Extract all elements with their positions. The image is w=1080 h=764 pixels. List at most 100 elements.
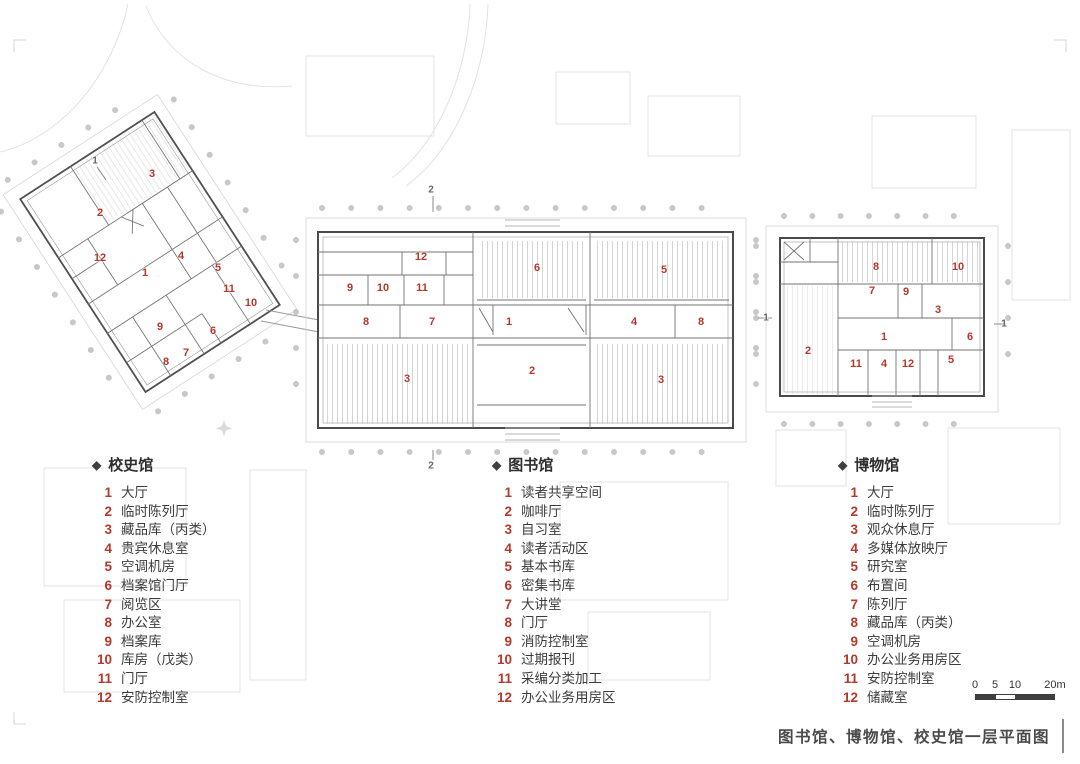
legend-item-label: 自习室 xyxy=(521,522,562,538)
legend-item: 9 消防控制室 xyxy=(492,633,702,652)
legend-item-label: 门厅 xyxy=(121,670,148,686)
legend-item: 1 大厅 xyxy=(838,484,1048,503)
legend-item: 6 布置间 xyxy=(838,577,1048,596)
diamond-bullet-icon: ◆ xyxy=(492,457,502,472)
scale-tick: 20m xyxy=(1044,679,1066,691)
legend-item-label: 读者共享空间 xyxy=(521,485,602,500)
interior-partitions xyxy=(780,238,984,396)
legend-item-number: 5 xyxy=(850,559,858,575)
legend-item-label: 储藏室 xyxy=(867,689,908,705)
legend-item: 12 储藏室 xyxy=(838,689,1048,708)
site-star-icon xyxy=(215,420,233,437)
legend-item-label: 空调机房 xyxy=(867,633,921,649)
legend-item-label: 门厅 xyxy=(521,615,548,631)
legend-item-label: 密集书库 xyxy=(521,577,575,593)
legend-item-label: 档案库 xyxy=(121,633,162,649)
legend-item-number: 4 xyxy=(504,540,512,556)
plan-library xyxy=(293,205,759,455)
legend-item: 5 研究室 xyxy=(838,558,1048,577)
site-context-linework xyxy=(0,3,1071,725)
legend-item-number: 1 xyxy=(850,485,858,500)
legend-item-label: 咖啡厅 xyxy=(521,503,562,519)
legend-item-label: 临时陈列厅 xyxy=(121,503,189,519)
legend-item-number: 12 xyxy=(96,689,112,705)
grid-bubbles xyxy=(293,205,759,455)
legend-item-label: 阅览区 xyxy=(121,596,162,612)
legend-item-number: 8 xyxy=(504,615,512,631)
legend-item-label: 布置间 xyxy=(867,577,908,593)
legend-item: 8 门厅 xyxy=(492,614,702,633)
legend-item-label: 消防控制室 xyxy=(521,633,589,649)
legend-header: ◆ 图书馆 xyxy=(492,454,702,475)
legend-item-label: 研究室 xyxy=(867,559,908,575)
legend-item-label: 大讲堂 xyxy=(521,596,562,612)
legend-item-label: 读者活动区 xyxy=(521,540,589,556)
legend-item: 4 读者活动区 xyxy=(492,540,702,559)
legend-item-label: 藏品库（丙类） xyxy=(121,522,216,538)
legend-item-label: 临时陈列厅 xyxy=(867,503,935,519)
legend-item-number: 12 xyxy=(496,689,512,705)
legend-item-number: 2 xyxy=(504,503,512,519)
grid-bubbles xyxy=(753,213,1011,427)
legend-item-label: 库房（戊类） xyxy=(121,652,202,668)
legend-item-label: 办公室 xyxy=(121,615,162,631)
legend-item: 12 办公业务用房区 xyxy=(492,689,702,708)
legend-item-label: 大厅 xyxy=(867,485,894,500)
legend-item-number: 9 xyxy=(504,633,512,649)
legend-title: 图书馆 xyxy=(508,457,554,474)
legend-item-label: 观众休息厅 xyxy=(867,522,935,538)
legend-item-number: 10 xyxy=(496,652,512,668)
legend-item-number: 5 xyxy=(104,559,112,575)
legend-item-number: 5 xyxy=(504,559,512,575)
legend-item: 10 过期报刊 xyxy=(492,651,702,670)
legend-item-label: 陈列厅 xyxy=(867,596,908,612)
legend-item-number: 7 xyxy=(104,596,112,612)
link-bridge xyxy=(260,309,320,333)
legend-item-number: 4 xyxy=(104,540,112,556)
legend-item-number: 1 xyxy=(104,485,112,500)
legend-item-number: 2 xyxy=(850,503,858,519)
legend-item-label: 办公业务用房区 xyxy=(521,689,616,705)
legend-title: 博物馆 xyxy=(854,457,900,474)
legend-item-number: 8 xyxy=(104,615,112,631)
plan-museum xyxy=(753,213,1011,427)
legend-item-number: 6 xyxy=(850,577,858,593)
legend-item-label: 空调机房 xyxy=(121,559,175,575)
scale-tick: 0 xyxy=(971,679,979,691)
legend-item-number: 4 xyxy=(850,540,858,556)
legend-item-label: 大厅 xyxy=(121,485,148,500)
legend-item-label: 贵宾休息室 xyxy=(121,540,189,556)
legend-item-number: 6 xyxy=(104,577,112,593)
legend-item: 4 贵宾休息室 xyxy=(92,540,302,559)
diamond-bullet-icon: ◆ xyxy=(838,457,848,472)
legend-item-label: 采编分类加工 xyxy=(521,670,602,686)
legend-item-label: 藏品库（丙类） xyxy=(867,615,962,631)
legend-item-number: 1 xyxy=(504,485,512,500)
section-marker-ticks xyxy=(96,166,1006,460)
legend-item-number: 9 xyxy=(104,633,112,649)
legend-item: 1 大厅 xyxy=(92,484,302,503)
legend-item: 7 阅览区 xyxy=(92,596,302,615)
legend-item-number: 7 xyxy=(850,596,858,612)
legend-item: 2 临时陈列厅 xyxy=(838,503,1048,522)
legend-item: 1 读者共享空间 xyxy=(492,484,702,503)
legend-item-number: 12 xyxy=(842,689,858,705)
legend-item-number: 10 xyxy=(842,652,858,668)
scale-tick: 10 xyxy=(1008,679,1022,691)
legend-item-number: 3 xyxy=(850,522,858,538)
legend-item: 9 档案库 xyxy=(92,633,302,652)
legend-item-label: 过期报刊 xyxy=(521,652,575,668)
legend-item: 7 陈列厅 xyxy=(838,596,1048,615)
